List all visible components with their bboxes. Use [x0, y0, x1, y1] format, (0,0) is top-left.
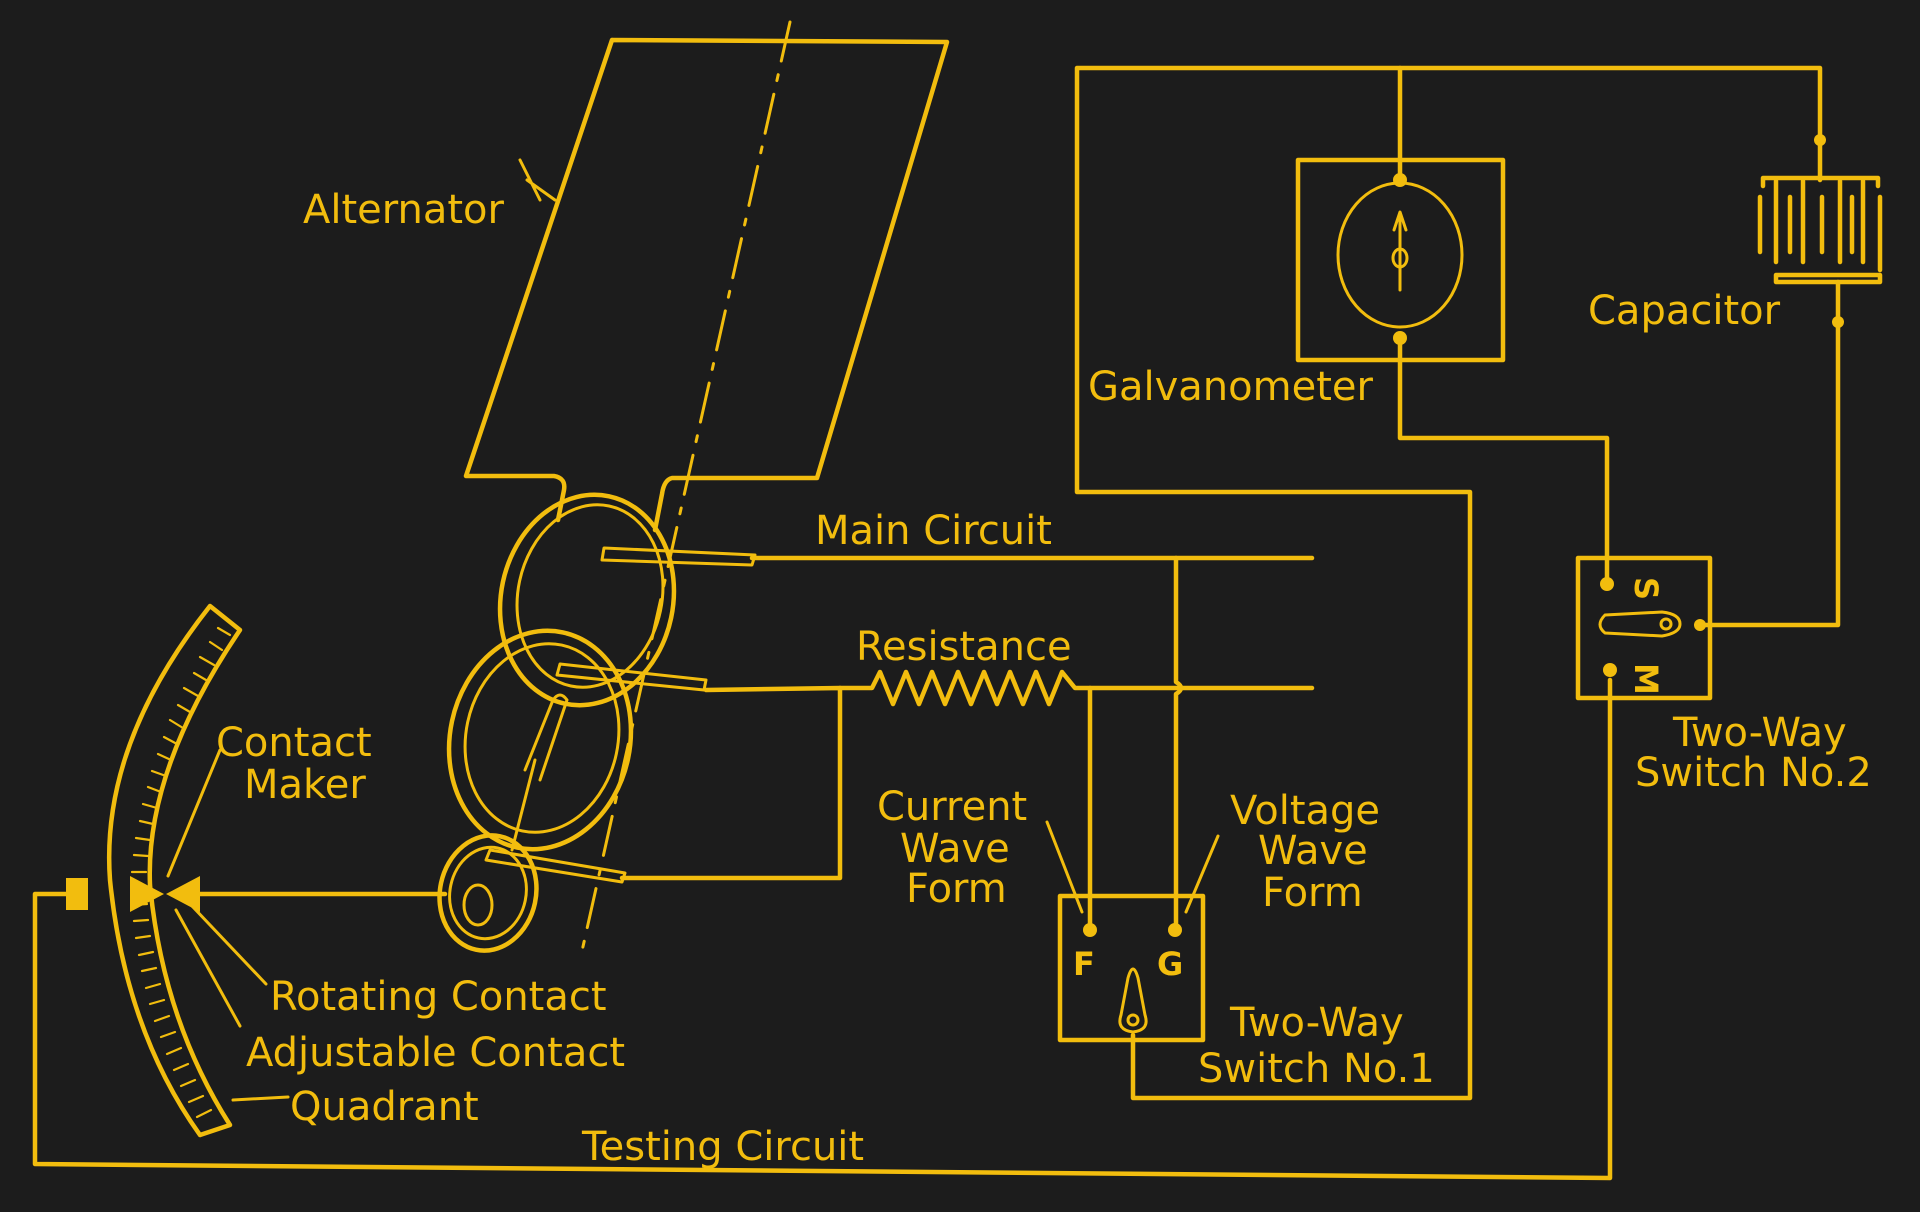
- label-rotating-contact: Rotating Contact: [270, 974, 607, 1020]
- label-current-wave-form-3: Form: [906, 866, 1007, 912]
- label-adjustable-contact: Adjustable Contact: [246, 1030, 625, 1076]
- label-capacitor: Capacitor: [1588, 288, 1781, 334]
- label-galvanometer: Galvanometer: [1088, 364, 1373, 410]
- label-resistance: Resistance: [856, 624, 1072, 670]
- label-contact-maker-2: Maker: [244, 762, 366, 808]
- label-alternator: Alternator: [303, 187, 505, 233]
- switch1-terminal-g: G: [1157, 945, 1183, 983]
- contact-maker: [130, 748, 448, 1102]
- two-way-switch-2: S M: [1575, 555, 1713, 701]
- testing-circuit-wire: [32, 677, 1613, 1181]
- galvanometer: [1295, 65, 1610, 583]
- quadrant: [66, 603, 243, 1138]
- alternator-axis: [578, 20, 792, 962]
- alternator: [463, 20, 950, 962]
- label-voltage-wave-form-3: Form: [1262, 870, 1363, 916]
- label-switch2-line2: Switch No.2: [1635, 750, 1872, 796]
- switch2-terminal-m: M: [1627, 663, 1665, 695]
- switch1-terminal-f: F: [1073, 945, 1095, 983]
- label-testing-circuit: Testing Circuit: [581, 1124, 864, 1170]
- rotating-contact-disc: [437, 833, 627, 953]
- label-voltage-wave-form-2: Wave: [1258, 828, 1368, 874]
- capacitor: [1697, 134, 1883, 628]
- two-way-switch-1: F G: [1045, 65, 1823, 1101]
- label-current-wave-form-1: Current: [877, 784, 1027, 830]
- label-voltage-wave-form-1: Voltage: [1230, 788, 1380, 834]
- resistor: [837, 669, 1315, 707]
- label-main-circuit: Main Circuit: [815, 508, 1052, 554]
- label-switch1-line2: Switch No.1: [1198, 1046, 1435, 1092]
- label-current-wave-form-2: Wave: [900, 826, 1010, 872]
- resistance-wire: [619, 685, 843, 881]
- switch2-terminal-s: S: [1627, 577, 1665, 600]
- label-quadrant: Quadrant: [290, 1084, 479, 1130]
- label-switch1-line1: Two-Way: [1229, 1000, 1404, 1046]
- label-switch2-line1: Two-Way: [1672, 710, 1847, 756]
- label-contact-maker-1: Contact: [216, 720, 372, 766]
